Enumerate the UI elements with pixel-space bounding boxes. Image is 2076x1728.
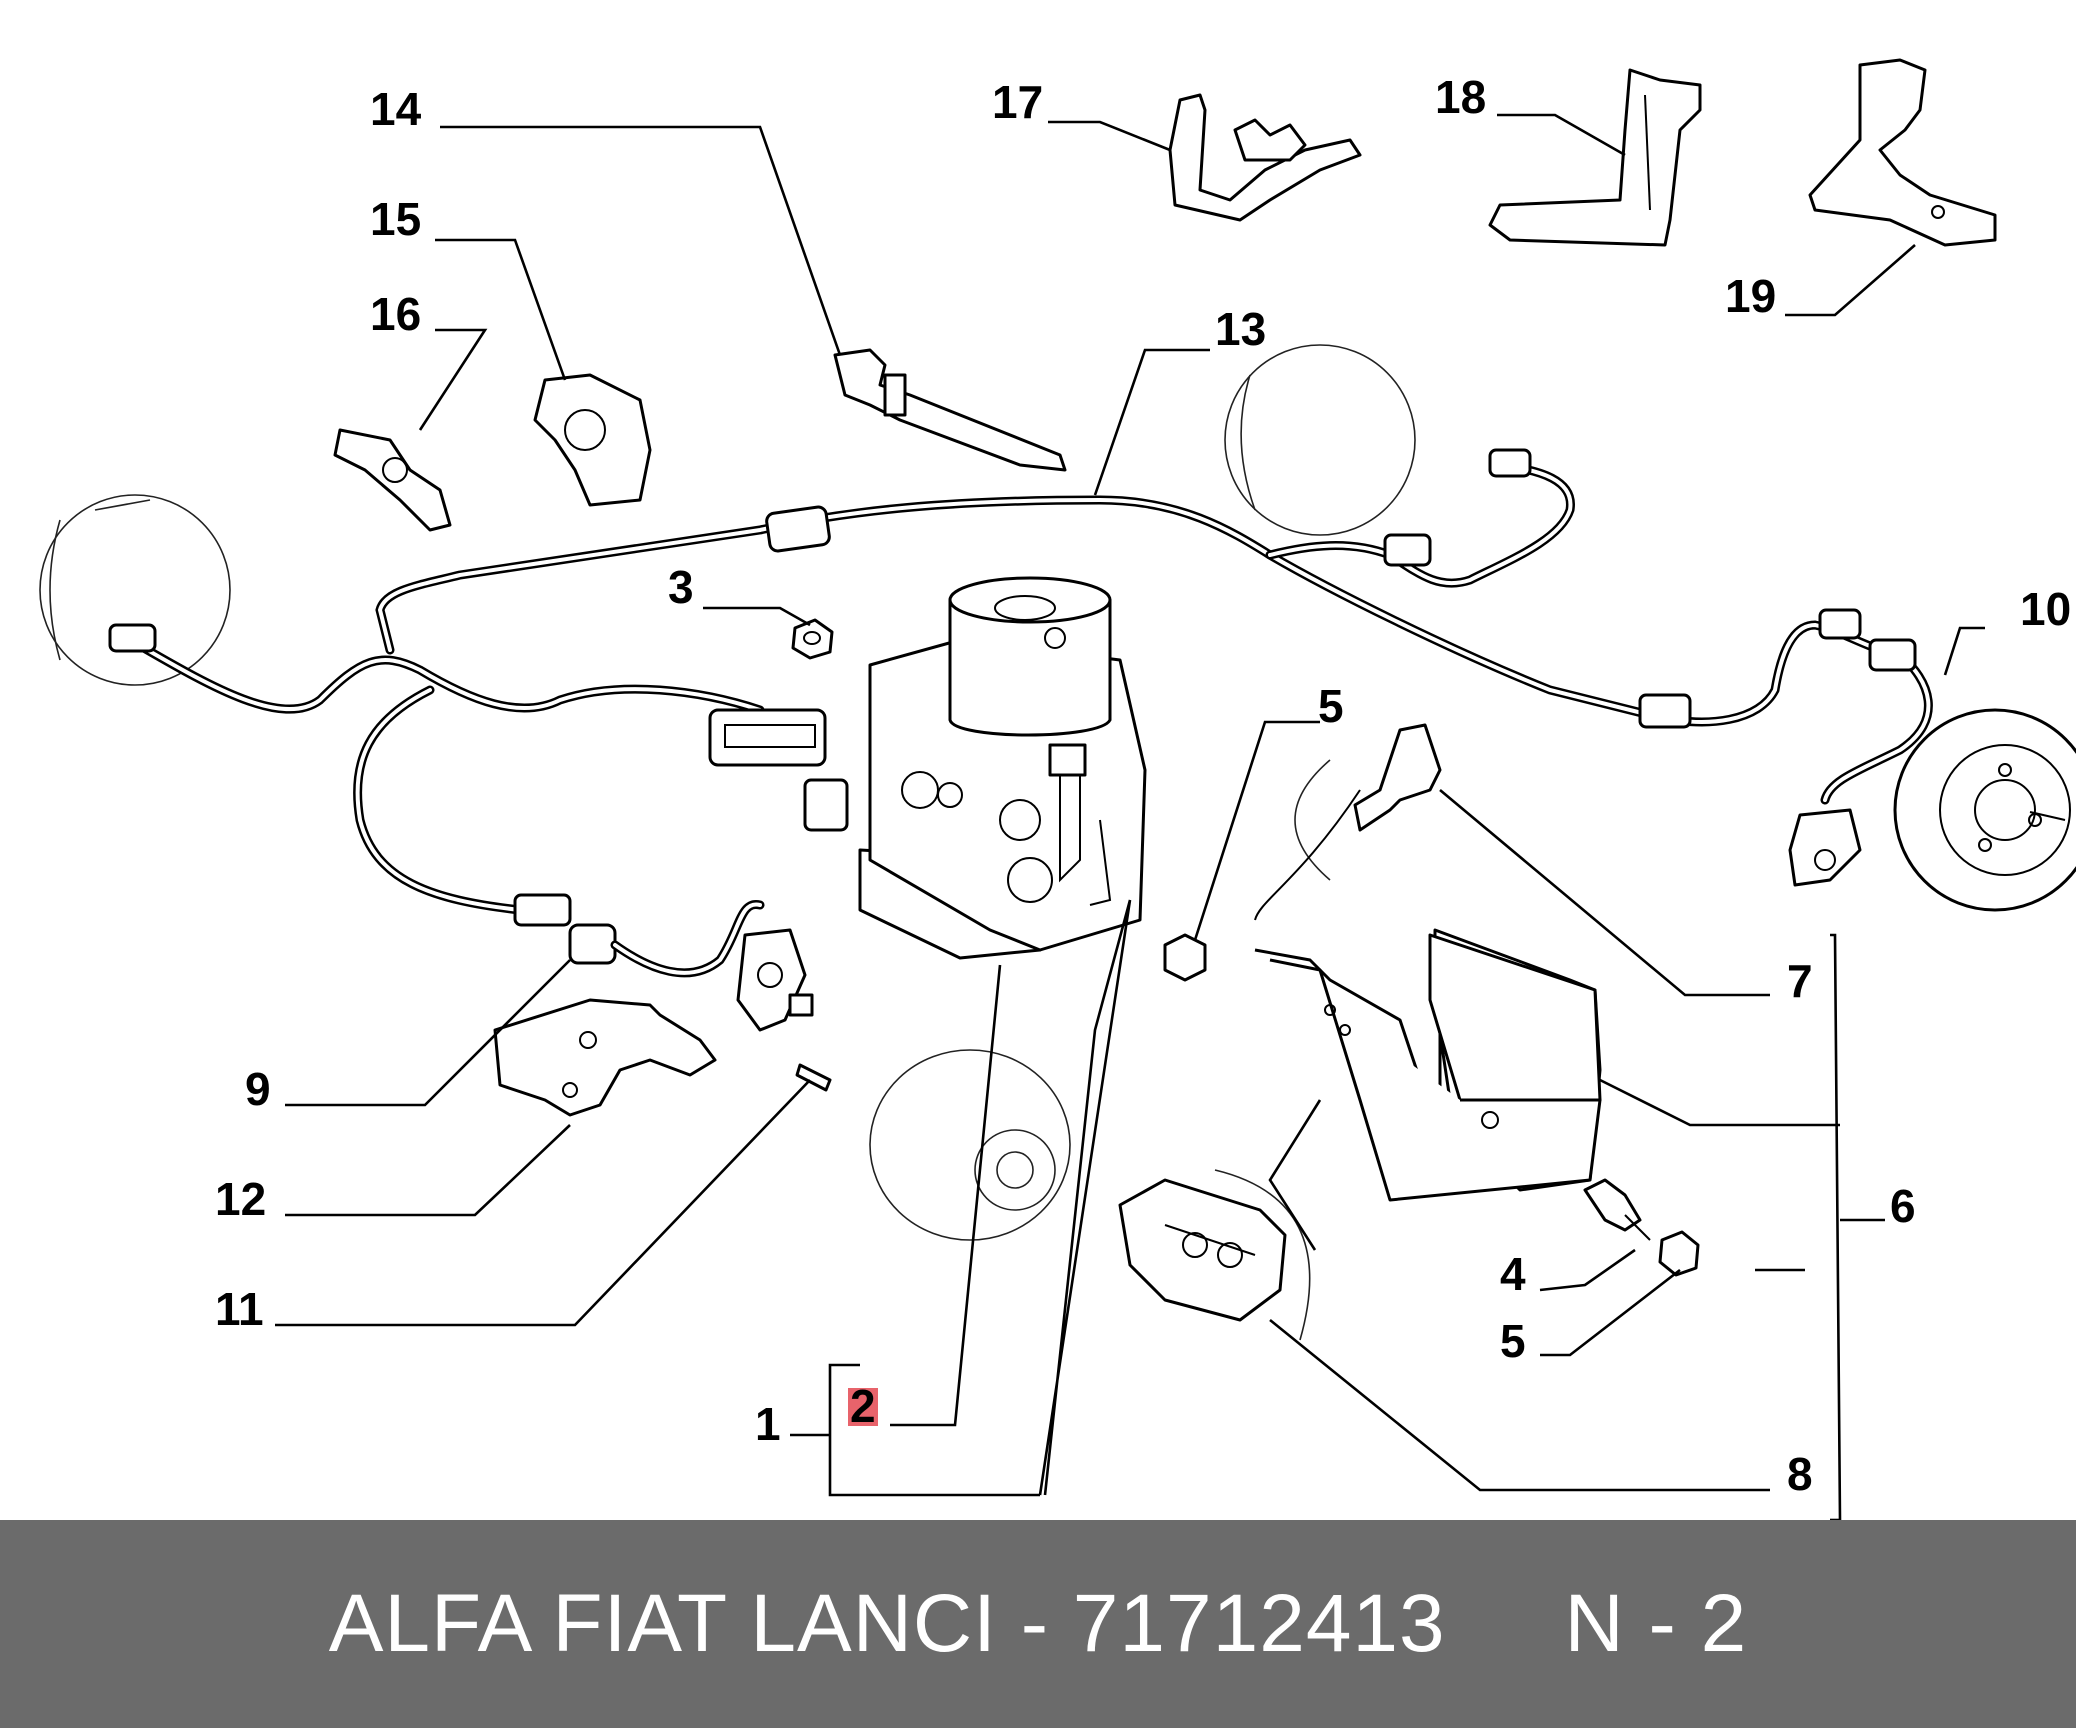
brake-disc-front-left — [39, 494, 231, 686]
callout-5-lower: 5 — [1500, 1315, 1526, 1367]
callout-18: 18 — [1435, 71, 1486, 123]
callout-16: 16 — [370, 288, 421, 340]
highlight-marker — [848, 1388, 878, 1426]
callout-19: 19 — [1725, 270, 1776, 322]
bracket-17 — [1168, 93, 1362, 222]
nut-3 — [791, 618, 834, 660]
callout-3: 3 — [668, 561, 694, 613]
parts-diagram: 1 2 3 4 5 5 6 7 8 9 10 11 12 13 14 15 16… — [39, 58, 2076, 1520]
bolt-4 — [1583, 1178, 1651, 1241]
bracket-19 — [1808, 58, 1997, 247]
callout-12: 12 — [215, 1173, 266, 1225]
connector-pins — [724, 724, 816, 748]
screw-11 — [795, 1063, 832, 1092]
callout-2: 2 — [850, 1380, 876, 1432]
bracket-12 — [493, 998, 717, 1117]
nut-5-upper — [1163, 933, 1207, 982]
callout-4: 4 — [1500, 1248, 1526, 1300]
callout-13: 13 — [1215, 303, 1266, 355]
callout-14: 14 — [370, 83, 422, 135]
wheel-arc — [1294, 759, 1331, 881]
wheel-arc-2 — [1214, 1169, 1311, 1341]
sensor-16 — [333, 428, 452, 532]
callout-17: 17 — [992, 76, 1043, 128]
callout-6: 6 — [1890, 1180, 1916, 1232]
bracket-7 — [1254, 723, 1442, 921]
wheel-sensor-9 — [513, 893, 814, 1032]
brake-disc-center — [869, 1049, 1071, 1241]
abs-modulator-unit — [708, 576, 1147, 960]
footer-bar: ALFA FIAT LANCI - 71712413 N - 2 — [0, 1520, 2076, 1728]
brake-disc-rear-right — [1893, 708, 2076, 912]
leader-lines — [275, 113, 1985, 1520]
callout-8: 8 — [1787, 1448, 1813, 1500]
callout-10: 10 — [2020, 583, 2071, 635]
footer-part-number: ALFA FIAT LANCI - 71712413 N - 2 — [328, 1578, 1748, 1669]
sensor-14 — [833, 348, 1067, 472]
wiring-harness-13 — [108, 448, 1933, 915]
callout-11: 11 — [215, 1283, 264, 1335]
callout-9: 9 — [245, 1063, 271, 1115]
bracket-6 — [1254, 928, 1602, 1202]
nut-5-lower — [1658, 1230, 1700, 1277]
wheel-sensor-10 — [1788, 808, 1862, 887]
callout-7: 7 — [1787, 955, 1813, 1007]
bracket-18 — [1488, 68, 1702, 247]
callout-1: 1 — [755, 1398, 781, 1450]
brake-disc-front-right — [1224, 344, 1416, 536]
callout-5-upper: 5 — [1318, 680, 1344, 732]
callout-15: 15 — [370, 193, 421, 245]
support-8 — [1118, 1178, 1287, 1322]
sensor-15 — [533, 373, 652, 507]
